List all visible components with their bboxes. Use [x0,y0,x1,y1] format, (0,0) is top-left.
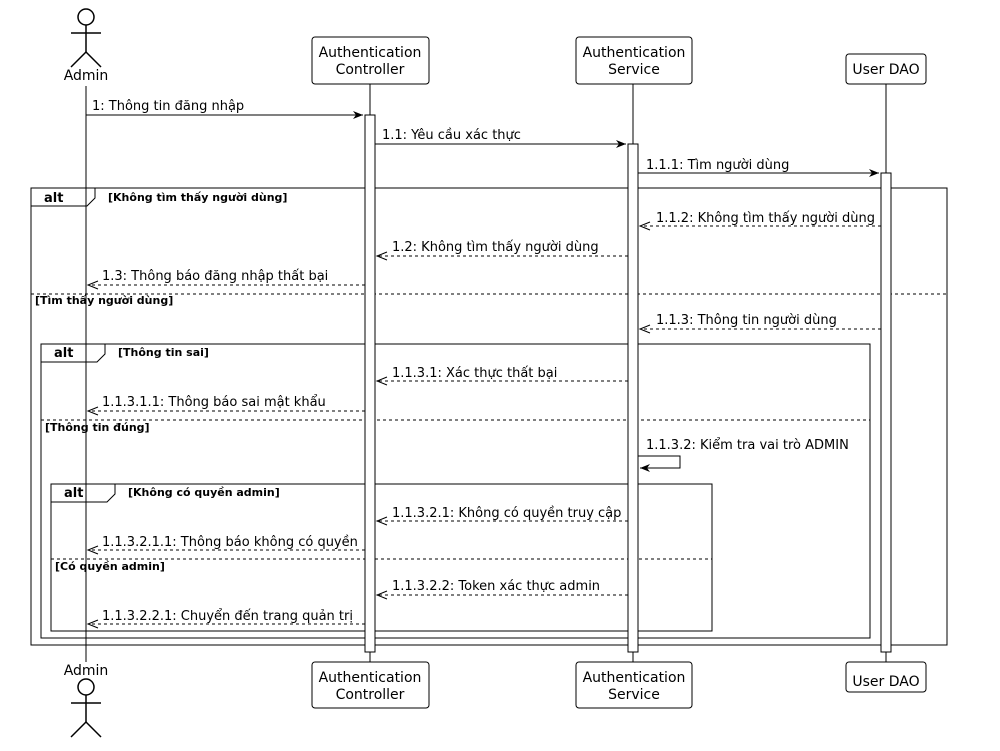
arrowhead-filled [869,169,879,177]
guard-text: [Thông tin sai] [118,346,209,359]
message-label: 1.1.3.1: Xác thực thất bại [392,366,557,381]
message-label: 1.1.2: Không tìm thấy người dùng [656,211,875,226]
participant-label-line2: Service [608,62,660,78]
message-label: 1.1.3.2.1.1: Thông báo không có quyền [102,535,358,550]
arrowhead-filled [353,111,363,119]
message-label: 1.1.1: Tìm người dùng [646,158,789,173]
guard-text: [Có quyền admin] [55,560,165,573]
arrowhead-filled [640,464,650,472]
message-label: 1.1: Yêu cầu xác thực [382,128,521,143]
activation-controller [364,114,376,653]
arrowhead-open [638,324,651,334]
alt-fragment-outer: alt [Không tìm thấy người dùng] [Tìm thấ… [30,187,948,646]
alt-keyword: alt [44,191,63,206]
participant-service-top: Authentication Service [575,36,693,85]
alt-keyword: alt [54,346,73,361]
message-label: 1.2: Không tìm thấy người dùng [392,240,599,255]
message-1-1-3-2-1: 1.1.3.2.1: Không có quyền truy cập [375,506,628,526]
message-label: 1.1.3.2.2.1: Chuyển đến trang quản trị [102,609,353,624]
arrowhead-filled [616,140,626,148]
message-label: 1: Thông tin đăng nhập [92,99,244,114]
message-label: 1.1.3.2: Kiểm tra vai trò ADMIN [646,438,849,453]
message-1-1-3-1-1: 1.1.3.1.1: Thông báo sai mật khẩu [86,395,365,416]
message-label: 1.1.3.2.2: Token xác thực admin [392,579,600,594]
message-1-2: 1.2: Không tìm thấy người dùng [375,240,628,261]
arrowhead-open [375,376,388,386]
alt-fragment-inner: alt [Không có quyền admin] [Có quyền adm… [50,483,713,632]
guard-text: [Không tìm thấy người dùng] [108,191,287,204]
message-label: 1.1.3.1.1: Thông báo sai mật khẩu [102,395,326,410]
alt-fragment-middle: alt [Thông tin sai] [Thông tin đúng] [40,343,871,639]
participant-label-line2: Service [608,687,660,703]
message-1-1-3-2-1-1: 1.1.3.2.1.1: Thông báo không có quyền [86,535,365,555]
guard-text: [Không có quyền admin] [128,486,280,499]
arrowhead-open [375,590,388,600]
participant-label-line1: Authentication [583,45,686,61]
arrowhead-open [86,619,99,629]
participant-label: User DAO [852,674,919,690]
activation-dao [880,172,892,653]
message-label: 1.1.3.2.1: Không có quyền truy cập [392,506,621,521]
participant-label-line2: Controller [336,62,405,78]
arrowhead-open [86,545,99,555]
actor-label: Admin [64,663,109,679]
arrowhead-open [86,280,99,290]
message-1-1-3-2-2: 1.1.3.2.2: Token xác thực admin [375,579,628,600]
participant-label-line1: Authentication [319,670,422,686]
actor-label: Admin [64,68,109,84]
arrowhead-open [375,251,388,261]
participant-label: User DAO [852,62,919,78]
alt-keyword: alt [64,486,83,501]
message-1-1: 1.1: Yêu cầu xác thực [375,128,626,148]
participant-dao-top: User DAO [845,53,927,85]
guard-text: [Tìm thấy người dùng] [35,294,173,307]
participant-label-line1: Authentication [583,670,686,686]
guard-text: [Thông tin đúng] [45,421,150,434]
actor-admin-top: Admin [64,8,109,84]
activation-service [627,143,639,653]
participant-service-bottom: Authentication Service [575,661,693,709]
message-1-3: 1.3: Thông báo đăng nhập thất bại [86,269,365,290]
message-1: 1: Thông tin đăng nhập [86,99,363,119]
arrowhead-open [638,221,651,231]
arrowhead-open [375,516,388,526]
message-1-1-2: 1.1.2: Không tìm thấy người dùng [638,211,881,231]
message-1-1-3-1: 1.1.3.1: Xác thực thất bại [375,366,628,386]
participant-controller-top: Authentication Controller [311,36,430,85]
message-1-1-3-2-2-1: 1.1.3.2.2.1: Chuyển đến trang quản trị [86,609,365,629]
participant-label-line1: Authentication [319,45,422,61]
participant-label-line2: Controller [336,687,405,703]
message-1-1-3-2-self: 1.1.3.2: Kiểm tra vai trò ADMIN [638,438,849,472]
message-1-1-1: 1.1.1: Tìm người dùng [638,158,879,177]
arrowhead-open [86,406,99,416]
participant-controller-bottom: Authentication Controller [311,661,430,709]
message-1-1-3: 1.1.3: Thông tin người dùng [638,313,881,334]
actor-admin-bottom: Admin [64,663,109,738]
message-label: 1.1.3: Thông tin người dùng [656,313,837,328]
message-label: 1.3: Thông báo đăng nhập thất bại [102,269,328,284]
participant-dao-bottom: User DAO [845,661,927,693]
